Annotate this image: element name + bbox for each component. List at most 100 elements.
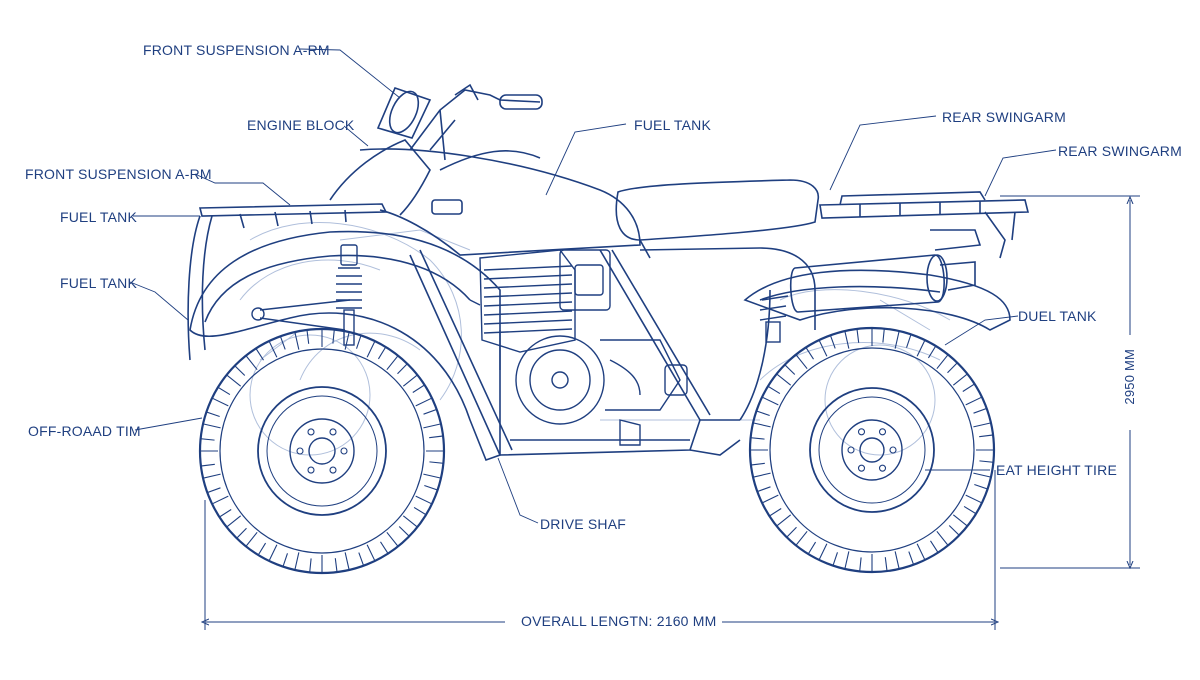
tread-lug xyxy=(415,397,438,415)
leader-lines xyxy=(129,48,1057,524)
front-tire-tread xyxy=(199,328,445,574)
construction-lines xyxy=(239,222,951,456)
label-fuel-tank-left-1: FUEL TANK xyxy=(60,209,138,225)
dimension-lines xyxy=(205,195,1140,630)
seat xyxy=(615,179,820,241)
tread-lug xyxy=(426,450,445,464)
tread-lug xyxy=(768,508,792,527)
label-seat-height-tire: EAT HEIGHT TIRE xyxy=(996,462,1117,478)
cooling-fin xyxy=(483,283,573,289)
hub-bolt xyxy=(296,447,304,455)
front-rack xyxy=(187,203,388,361)
hub-bolt xyxy=(307,428,315,436)
cooling-fin xyxy=(483,328,573,334)
tread-lug xyxy=(294,329,310,350)
tread-lug xyxy=(218,509,242,528)
tread-lug xyxy=(309,555,323,574)
hub-bolt xyxy=(878,464,887,472)
tread-lug xyxy=(398,515,419,538)
label-off-road-tire: OFF-ROAAD TIM xyxy=(28,423,141,439)
tread-lug xyxy=(948,514,969,537)
leader-duel-tank xyxy=(944,315,1019,346)
front-wheel xyxy=(198,327,446,575)
tread-lug xyxy=(380,531,399,555)
tread-lug xyxy=(402,374,426,393)
tread-lug xyxy=(756,486,779,504)
label-front-suspension-left: FRONT SUSPENSION A-RM xyxy=(25,166,212,182)
front-cowl xyxy=(329,139,431,216)
tread-lug xyxy=(268,335,286,358)
overall-length-label: OVERALL LENGTN: 2160 MM xyxy=(515,613,723,629)
frame xyxy=(409,247,816,456)
fuel-tank-body xyxy=(359,148,641,256)
exhaust-muffler xyxy=(789,229,982,313)
label-drive-shaft: DRIVE SHAF xyxy=(540,516,627,532)
leader-off-road-tire xyxy=(134,417,203,431)
rear-wheel xyxy=(748,326,996,574)
tread-lug xyxy=(423,423,444,439)
tread-lug xyxy=(965,396,988,414)
cooling-fin xyxy=(483,265,573,271)
tread-lug xyxy=(344,331,362,350)
cooling-fin xyxy=(483,274,573,280)
tread-lug xyxy=(386,354,409,375)
rear-hub-bolts xyxy=(847,428,897,472)
tread-lug xyxy=(973,422,994,438)
hub-bolt xyxy=(340,447,348,455)
tread-lug xyxy=(976,449,995,463)
fenders xyxy=(189,230,1011,462)
tread-lug xyxy=(358,544,376,567)
tread-lug xyxy=(871,327,885,346)
hub-bolt xyxy=(329,466,337,474)
rear-tire-outer xyxy=(748,326,996,574)
leader-front-suspension-left xyxy=(194,173,291,206)
tread-lug xyxy=(749,437,768,451)
tread-lug xyxy=(916,339,937,359)
tread-lug xyxy=(202,411,221,429)
tread-lug xyxy=(775,363,796,386)
tread-lug xyxy=(413,495,433,516)
engine-block xyxy=(469,249,688,446)
label-duel-tank: DUEL TANK xyxy=(1018,308,1097,324)
tread-lug xyxy=(282,552,300,571)
leader-fuel-tank-left-2 xyxy=(129,281,189,321)
tread-lug xyxy=(235,527,258,548)
front-shock xyxy=(251,244,362,346)
tread-lug xyxy=(859,554,873,573)
cooling-fin xyxy=(483,319,573,325)
tread-lug xyxy=(334,552,350,573)
tread-lug xyxy=(366,340,387,360)
tread-lug xyxy=(200,463,221,479)
front-hub-bolts xyxy=(296,428,348,474)
body-panels xyxy=(329,139,820,259)
cooling-fin xyxy=(483,301,573,307)
leader-engine-block xyxy=(343,125,369,147)
tread-lug xyxy=(206,487,229,505)
tread-lug xyxy=(761,385,781,406)
rear-tire-inner xyxy=(769,347,975,553)
label-fuel-tank-top: FUEL TANK xyxy=(634,117,712,133)
hub-bolt xyxy=(329,428,337,436)
label-fuel-tank-left-2: FUEL TANK xyxy=(60,275,138,291)
rear-fender xyxy=(743,269,1011,331)
tread-lug xyxy=(257,542,278,562)
tread-lug xyxy=(936,353,959,374)
leader-rear-swingarm-2 xyxy=(984,149,1057,197)
tread-lug xyxy=(973,472,992,490)
label-front-suspension-top: FRONT SUSPENSION A-RM xyxy=(143,42,330,58)
tread-lug xyxy=(952,373,976,392)
tread-lug xyxy=(199,438,218,452)
leader-front-suspension-top xyxy=(299,48,401,99)
tread-lug xyxy=(795,346,814,370)
label-rear-swingarm-2: REAR SWINGARM xyxy=(1058,143,1182,159)
tread-lug xyxy=(963,494,983,515)
tread-lug xyxy=(832,551,850,570)
tread-lug xyxy=(818,334,836,357)
tread-lug xyxy=(752,410,771,428)
leader-fuel-tank-top xyxy=(545,123,627,196)
rear-tire-tread xyxy=(749,327,995,573)
tread-lug xyxy=(245,347,264,371)
rear-rack xyxy=(819,191,1030,259)
rear-shock xyxy=(759,295,789,343)
